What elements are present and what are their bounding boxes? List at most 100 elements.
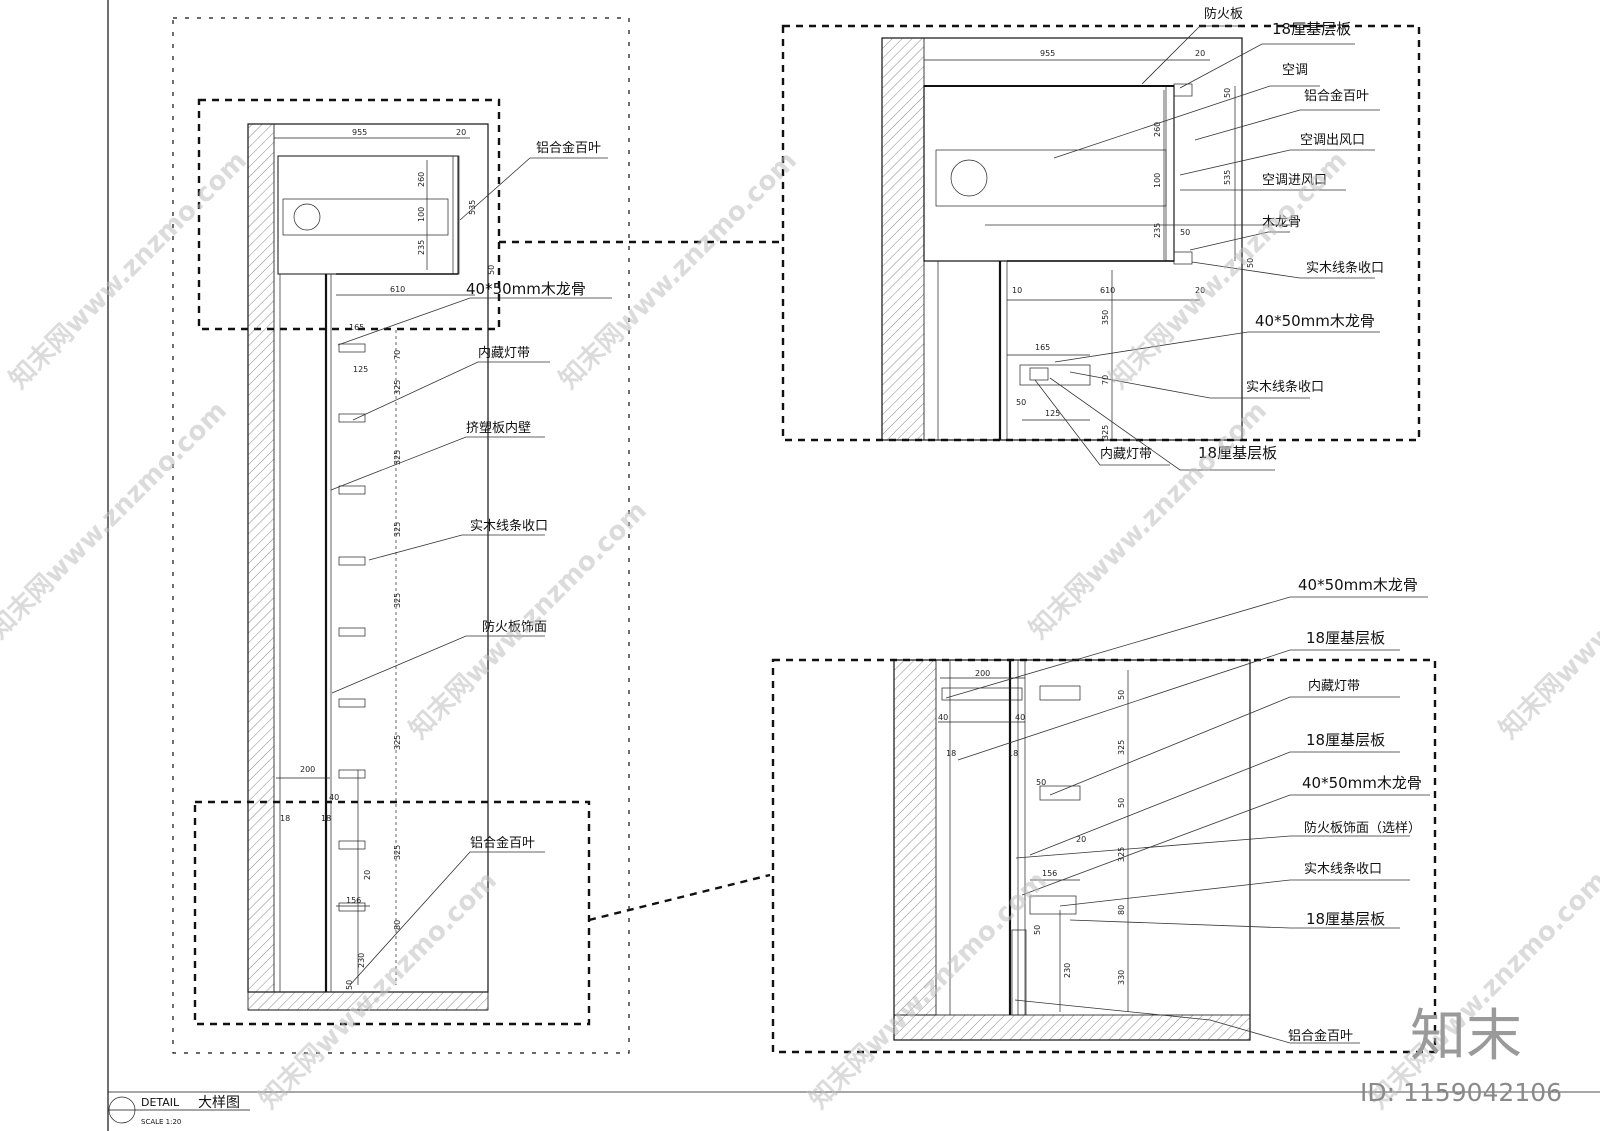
bottom-right-wall-hatch [893,659,937,1016]
dim: 325 [393,845,402,860]
label-fireproof: 防火板饰面（选样） [1304,820,1421,836]
dim: 50 [345,980,354,990]
bottom-right-floor-hatch [893,1014,1251,1041]
detail-name: 大样图 [198,1095,240,1111]
left-wall-hatch [247,123,275,993]
dim: 10 [1012,286,1022,295]
label-base18b: 18厘基层板 [1198,444,1277,462]
label-extruded-wall: 挤塑板内壁 [466,420,531,436]
dim: 325 [393,522,402,537]
dim: 535 [1223,170,1232,185]
dim: 100 [417,207,426,222]
bottom-right-view: 200 40 40 18 18 50 325 50 325 50 20 156 … [771,576,1437,1054]
dim: 50 [1016,398,1026,407]
title-block: DETAIL 大样图 SCALE 1:20 [108,1095,250,1126]
left-top-callout [197,98,501,331]
dim: 18 [946,749,956,758]
top-right-wall-hatch [881,37,925,441]
label-light-strip: 内藏灯带 [478,345,530,361]
label-solid-trim: 实木线条收口 [470,518,548,534]
dim: 165 [1035,343,1050,352]
dim: 325 [1101,425,1110,440]
dim: 610 [1100,286,1115,295]
dim: 40 [1015,713,1025,722]
dim: 325 [393,735,402,750]
dim: 610 [390,285,405,294]
label-solid-trim: 实木线条收口 [1304,861,1382,877]
dim: 40 [329,793,339,802]
page-frame [107,0,1600,1131]
dim: 20 [363,870,372,880]
dim: 20 [1076,835,1086,844]
dim: 955 [352,128,367,137]
label-keel: 40*50mm木龙骨 [466,280,586,298]
dim: 100 [1153,173,1162,188]
label-keel1: 40*50mm木龙骨 [1298,576,1418,594]
dim: 325 [393,380,402,395]
dim: 260 [1153,122,1162,137]
left-view: 955 20 260 100 235 535 50 610 165 125 70… [172,17,630,1054]
brand-id: ID: 1159042106 [1360,1078,1562,1107]
top-right-ac-unit [935,149,1167,207]
dim: 20 [1195,286,1205,295]
watermark-text: 知末网www.znzmo.com [1494,496,1600,745]
left-outer-boundary [172,17,630,1054]
dim: 50 [1117,690,1126,700]
label-solid-trim2: 实木线条收口 [1246,379,1324,395]
label-base1: 18厘基层板 [1306,629,1385,647]
label-louver: 铝合金百叶 [1304,88,1369,104]
dim: 50 [487,265,496,275]
left-ac-box [277,155,459,275]
dim: 50 [1180,228,1190,237]
dim: 156 [1042,869,1057,878]
left-bottom-callout [193,800,591,1026]
dim: 330 [1117,970,1126,985]
label-ac-out: 空调出风口 [1300,133,1365,148]
dim: 50 [1246,258,1255,268]
left-ac-fan-icon [293,203,321,231]
dim: 80 [393,920,402,930]
dim: 125 [353,365,368,374]
label-louver: 铝合金百叶 [1288,1028,1353,1044]
dim: 18 [1008,749,1018,758]
label-base2: 18厘基层板 [1306,731,1385,749]
left-leaders [330,157,612,986]
label-louver-top: 铝合金百叶 [536,140,601,156]
dim: 50 [1117,798,1126,808]
dim: 955 [1040,49,1055,58]
label-base18: 18厘基层板 [1272,20,1351,38]
dim: 325 [393,593,402,608]
dim: 20 [456,128,466,137]
watermark-text: 知末网www.znzmo.com [254,866,503,1115]
dim: 325 [1117,847,1126,862]
dim: 156 [346,896,361,905]
dim: 40 [938,713,948,722]
label-light: 内藏灯带 [1100,446,1152,462]
dim: 18 [280,814,290,823]
bottom-right-callout [771,658,1437,1054]
label-louver-bottom: 铝合金百叶 [470,835,535,851]
left-outline [247,123,489,993]
dim: 125 [1045,409,1060,418]
label-ac: 空调 [1282,63,1308,78]
label-light: 内藏灯带 [1308,678,1360,694]
dim: 18 [321,814,331,823]
dim: 260 [417,172,426,187]
connector-bottom [588,873,771,922]
label-fireproof-face: 防火板饰面 [482,619,547,635]
dim: 235 [417,240,426,255]
scale-label: SCALE 1:20 [141,1118,181,1126]
dim: 50 [1223,88,1232,98]
bottom-right-leaders [945,596,1430,1044]
dim: 235 [1153,223,1162,238]
left-ac-unit [282,198,449,236]
dim: 165 [349,323,364,332]
dim: 230 [357,953,366,968]
dim: 230 [1063,963,1072,978]
watermark-text: 知末网www.znzmo.com [4,146,253,395]
dim: 200 [300,765,315,774]
label-wood-keel: 木龙骨 [1262,215,1301,230]
dim: 535 [468,200,477,215]
dim: 350 [1101,310,1110,325]
top-right-view: 955 20 260 100 235 535 50 50 50 10 610 2… [781,6,1421,471]
